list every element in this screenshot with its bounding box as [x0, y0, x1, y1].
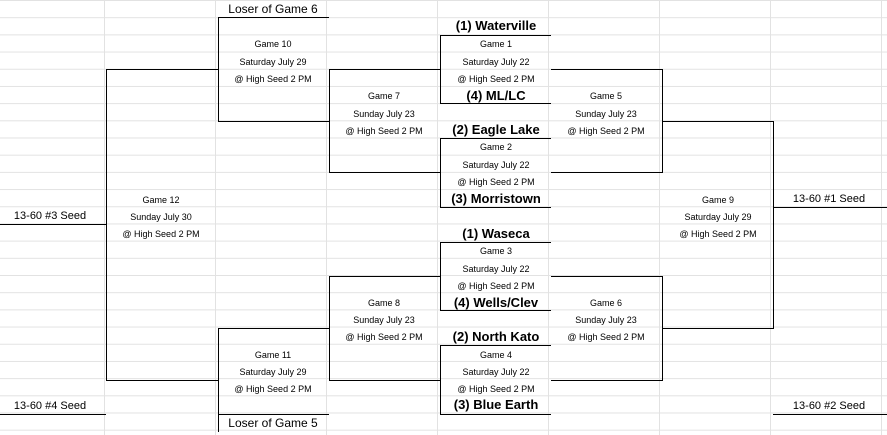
bracket-line — [218, 414, 329, 415]
game-time: @ High Seed 2 PM — [122, 229, 200, 239]
game-label: Game 7 — [367, 91, 401, 101]
bracket-line — [0, 224, 106, 225]
game-date: Sunday July 23 — [353, 315, 415, 325]
game-date: Sunday July 23 — [575, 109, 637, 119]
bracket-line — [329, 276, 330, 381]
bracket-line — [440, 35, 551, 36]
bracket-line — [329, 276, 440, 277]
bracket-line — [551, 380, 662, 381]
game-date: Sunday July 23 — [575, 315, 637, 325]
game-time: @ High Seed 2 PM — [457, 384, 535, 394]
game-label: Game 1 — [479, 39, 513, 49]
seed-3-label: 13-60 #3 Seed — [13, 210, 87, 222]
team-north-kato: (2) North Kato — [452, 329, 540, 344]
bracket-line — [218, 328, 329, 329]
game-date: Saturday July 29 — [239, 57, 307, 67]
bracket-line — [106, 69, 218, 70]
team-waterville: (1) Waterville — [455, 18, 537, 33]
bracket-line — [440, 242, 441, 311]
bracket-line — [773, 207, 887, 208]
game-date: Saturday July 29 — [239, 367, 307, 377]
bracket-line — [106, 380, 218, 381]
bracket-line — [218, 17, 219, 122]
bracket-line — [551, 172, 662, 173]
game-label: Game 6 — [589, 298, 623, 308]
bracket-line — [440, 138, 441, 208]
bracket-line — [662, 121, 773, 122]
game-label: Game 2 — [479, 142, 513, 152]
game-date: Sunday July 23 — [353, 109, 415, 119]
bracket-line — [440, 242, 551, 243]
team-blue-earth: (3) Blue Earth — [453, 397, 539, 412]
game-date: Saturday July 22 — [462, 264, 530, 274]
game-label: Game 3 — [479, 246, 513, 256]
team-morristown: (3) Morristown — [451, 191, 541, 206]
bracket-line — [662, 328, 773, 329]
team-ml-lc: (4) ML/LC — [466, 88, 526, 103]
game-label: Game 8 — [367, 298, 401, 308]
bracket-line — [440, 207, 551, 208]
game-label: Game 9 — [701, 195, 735, 205]
bracket-line — [218, 17, 329, 18]
bracket-line — [551, 276, 662, 277]
bracket-line — [440, 414, 551, 415]
game-date: Saturday July 22 — [462, 160, 530, 170]
bracket-line — [329, 69, 440, 70]
game-date: Sunday July 30 — [130, 212, 192, 222]
seed-1-label: 13-60 #1 Seed — [792, 193, 866, 205]
team-wells-clev: (4) Wells/Clev — [453, 295, 539, 310]
game-time: @ High Seed 2 PM — [567, 126, 645, 136]
game-time: @ High Seed 2 PM — [679, 229, 757, 239]
game-time: @ High Seed 2 PM — [234, 74, 312, 84]
game-label: Game 5 — [589, 91, 623, 101]
game-date: Saturday July 22 — [462, 367, 530, 377]
game-time: @ High Seed 2 PM — [345, 332, 423, 342]
game-label: Game 12 — [142, 195, 180, 205]
game-time: @ High Seed 2 PM — [457, 177, 535, 187]
seed-2-label: 13-60 #2 Seed — [792, 400, 866, 412]
bracket-line — [773, 414, 887, 415]
bracket-line — [0, 414, 106, 415]
bracket-line — [440, 345, 551, 346]
bracket-line — [440, 35, 441, 104]
game-label: Game 10 — [254, 39, 292, 49]
game-date: Saturday July 22 — [462, 57, 530, 67]
game-time: @ High Seed 2 PM — [234, 384, 312, 394]
bracket-line — [218, 121, 329, 122]
bracket-line — [440, 103, 551, 104]
seed-4-label: 13-60 #4 Seed — [13, 400, 87, 412]
team-waseca: (1) Waseca — [462, 226, 530, 241]
game-time: @ High Seed 2 PM — [457, 281, 535, 291]
game-time: @ High Seed 2 PM — [457, 74, 535, 84]
bracket-line — [329, 172, 440, 173]
bracket-line — [440, 138, 551, 139]
loser-game-6-label: Loser of Game 6 — [228, 2, 318, 16]
bracket-line — [329, 380, 440, 381]
bracket-line — [329, 69, 330, 173]
game-label: Game 11 — [254, 350, 292, 360]
game-time: @ High Seed 2 PM — [345, 126, 423, 136]
bracket-line — [773, 121, 774, 329]
bracket-line — [218, 328, 219, 432]
bracket-line — [440, 345, 441, 415]
team-eagle-lake: (2) Eagle Lake — [452, 122, 540, 137]
game-label: Game 4 — [479, 350, 513, 360]
bracket-line — [106, 69, 107, 381]
bracket-line — [551, 69, 662, 70]
game-time: @ High Seed 2 PM — [567, 332, 645, 342]
bracket-line — [440, 310, 551, 311]
game-date: Saturday July 29 — [684, 212, 752, 222]
loser-game-5-label: Loser of Game 5 — [228, 416, 318, 430]
